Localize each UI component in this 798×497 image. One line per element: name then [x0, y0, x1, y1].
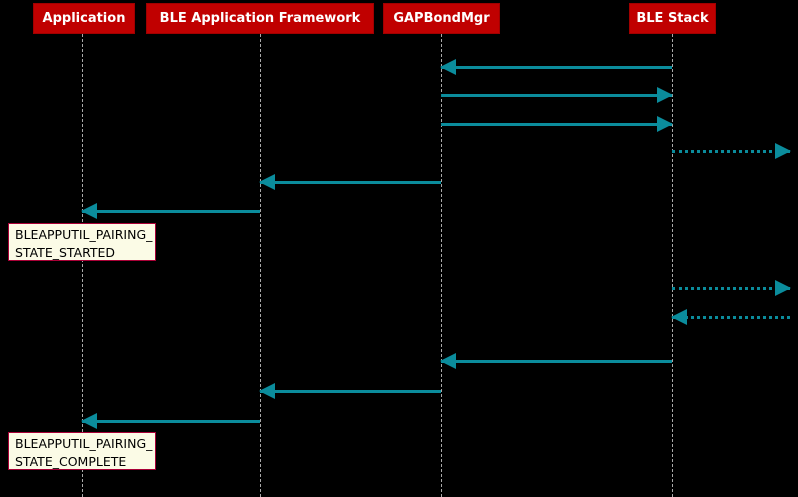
- arrow-shaft: [82, 210, 260, 213]
- lifeline-application: [82, 34, 83, 497]
- arrow-head-icon: [259, 383, 275, 399]
- arrow-head-icon: [775, 143, 791, 159]
- participant-ble_stack[interactable]: BLE Stack: [629, 3, 716, 34]
- lifeline-ble_framework: [260, 34, 261, 497]
- note-note_pairing_complete: BLEAPPUTIL_PAIRING_ STATE_COMPLETE: [8, 432, 156, 470]
- arrow-shaft: [441, 360, 672, 363]
- arrow-shaft: [672, 287, 790, 290]
- arrow-head-icon: [440, 353, 456, 369]
- arrow-shaft: [441, 66, 672, 69]
- arrow-head-icon: [81, 413, 97, 429]
- participant-ble_framework[interactable]: BLE Application Framework: [146, 3, 374, 34]
- arrow-shaft: [82, 420, 260, 423]
- arrow-head-icon: [775, 280, 791, 296]
- participant-application[interactable]: Application: [33, 3, 135, 34]
- participant-label: GAPBondMgr: [393, 11, 490, 26]
- note-note_pairing_started: BLEAPPUTIL_PAIRING_ STATE_STARTED: [8, 223, 156, 261]
- lifeline-gapbondmgr: [441, 34, 442, 497]
- arrow-head-icon: [671, 309, 687, 325]
- arrow-shaft: [672, 316, 790, 319]
- arrow-head-icon: [657, 116, 673, 132]
- participant-label: Application: [42, 11, 126, 26]
- arrow-shaft: [441, 123, 672, 126]
- arrow-shaft: [260, 390, 441, 393]
- participant-gapbondmgr[interactable]: GAPBondMgr: [383, 3, 500, 34]
- arrow-head-icon: [259, 174, 275, 190]
- arrow-shaft: [441, 94, 672, 97]
- arrow-head-icon: [657, 87, 673, 103]
- participant-label: BLE Application Framework: [159, 11, 361, 26]
- arrow-shaft: [672, 150, 790, 153]
- participant-label: BLE Stack: [636, 11, 709, 26]
- arrow-head-icon: [440, 59, 456, 75]
- lifeline-ble_stack: [672, 34, 673, 497]
- arrow-shaft: [260, 181, 441, 184]
- arrow-head-icon: [81, 203, 97, 219]
